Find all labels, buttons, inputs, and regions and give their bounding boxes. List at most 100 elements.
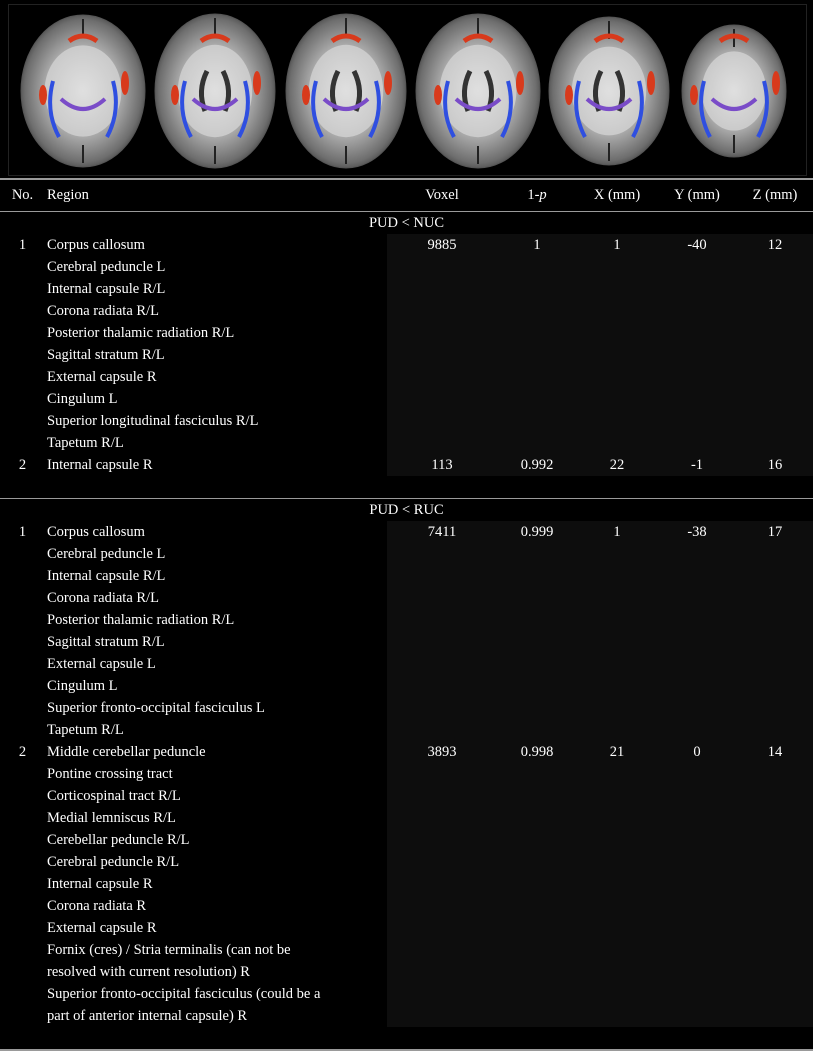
- cell-p: [497, 1005, 577, 1027]
- cell-p: [497, 829, 577, 851]
- cell-y: [657, 631, 737, 653]
- group-separator: [0, 1027, 813, 1051]
- cell-region: Corona radiata R/L: [47, 303, 159, 319]
- column-header-region: Region: [45, 178, 387, 212]
- cell-region: Sagittal stratum R/L: [47, 347, 165, 363]
- cell-z: [737, 609, 813, 631]
- cell-p: [497, 300, 577, 322]
- cell-y: [657, 388, 737, 410]
- cell-y: [657, 939, 737, 961]
- cell-no: [0, 697, 45, 719]
- cell-p: 0.998: [497, 741, 577, 763]
- cell-y: [657, 278, 737, 300]
- skeleton-overlay: [311, 80, 324, 138]
- cell-z: [737, 851, 813, 873]
- cell-x: [577, 278, 657, 300]
- cell-x: [577, 807, 657, 829]
- table-row: Internal capsule R/L: [0, 278, 813, 300]
- cluster-overlay: [647, 71, 655, 95]
- cell-x: [577, 322, 657, 344]
- cell-y: [657, 300, 737, 322]
- cell-z: [737, 983, 813, 1005]
- cell-p: [497, 983, 577, 1005]
- cell-region: resolved with current resolution) R: [47, 964, 250, 980]
- cell-p: [497, 344, 577, 366]
- cell-y: [657, 410, 737, 432]
- cell-p: [497, 388, 577, 410]
- cell-x: [577, 785, 657, 807]
- cluster-overlay: [67, 33, 99, 44]
- cell-region: Fornix (cres) / Stria terminalis (can no…: [47, 942, 291, 958]
- cell-no: 1: [18, 524, 27, 540]
- cell-region: Internal capsule R: [47, 876, 153, 892]
- skeleton-overlay: [368, 80, 381, 138]
- cell-y: [657, 983, 737, 1005]
- cell-region: External capsule R: [47, 920, 157, 936]
- cell-no: [0, 961, 45, 983]
- cell-p: [497, 939, 577, 961]
- cell-voxel: [387, 432, 497, 454]
- cell-voxel: [387, 917, 497, 939]
- cell-region: Cerebral peduncle L: [47, 546, 166, 562]
- cell-y: [657, 873, 737, 895]
- cell-x: [577, 917, 657, 939]
- cell-x: [577, 895, 657, 917]
- cell-no: [0, 410, 45, 432]
- cell-p: 1: [497, 234, 577, 256]
- cell-p: [497, 763, 577, 785]
- cell-z: [737, 278, 813, 300]
- cell-z: [737, 785, 813, 807]
- cluster-overlay: [384, 71, 392, 95]
- axial-brain-slices: [20, 13, 787, 169]
- cell-p: [497, 565, 577, 587]
- cell-region: Tapetum R/L: [47, 722, 124, 738]
- cluster-overlay: [434, 85, 442, 105]
- cell-x: [577, 300, 657, 322]
- table-row: Corona radiata R/L: [0, 587, 813, 609]
- cell-p: [497, 609, 577, 631]
- cell-region: External capsule R: [47, 369, 157, 385]
- cell-region: Medial lemniscus R/L: [47, 810, 176, 826]
- cell-z: [737, 653, 813, 675]
- cell-p: [497, 322, 577, 344]
- cell-y: [657, 256, 737, 278]
- cell-y: [657, 719, 737, 741]
- cluster-overlay: [171, 85, 179, 105]
- cluster-overlay: [690, 85, 698, 105]
- cell-z: [737, 565, 813, 587]
- cell-no: [0, 344, 45, 366]
- cell-z: [737, 322, 813, 344]
- cell-region: External capsule L: [47, 656, 156, 672]
- table-header-row: No. Region Voxel 1-p X (mm) Y (mm) Z (mm…: [0, 178, 813, 212]
- cell-voxel: [387, 785, 497, 807]
- cell-voxel: [387, 565, 497, 587]
- cell-voxel: [387, 719, 497, 741]
- column-header-voxel: Voxel: [387, 178, 497, 212]
- table-row: Cerebral peduncle L: [0, 543, 813, 565]
- cell-y: [657, 829, 737, 851]
- white-matter: [701, 51, 767, 131]
- cell-region: Corpus callosum: [47, 524, 145, 540]
- group-label: PUD < RUC: [369, 502, 444, 518]
- cell-y: [657, 895, 737, 917]
- skeleton-overlay: [699, 80, 712, 138]
- cell-x: [577, 344, 657, 366]
- cell-no: [0, 719, 45, 741]
- group-separator: [0, 476, 813, 499]
- cell-voxel: [387, 763, 497, 785]
- table-row: Tapetum R/L: [0, 432, 813, 454]
- cell-z: [737, 1005, 813, 1027]
- cell-voxel: [387, 807, 497, 829]
- cell-x: [577, 587, 657, 609]
- cell-region: Superior fronto-occipital fasciculus (co…: [47, 986, 321, 1002]
- brain-slices-figure: [8, 4, 807, 176]
- cell-region: Superior longitudinal fasciculus R/L: [47, 413, 259, 429]
- cell-voxel: [387, 675, 497, 697]
- cell-p: [497, 587, 577, 609]
- cell-z: [737, 719, 813, 741]
- table-row: Cingulum L: [0, 675, 813, 697]
- cell-region: Internal capsule R/L: [47, 568, 166, 584]
- separator-cell: [0, 1027, 813, 1051]
